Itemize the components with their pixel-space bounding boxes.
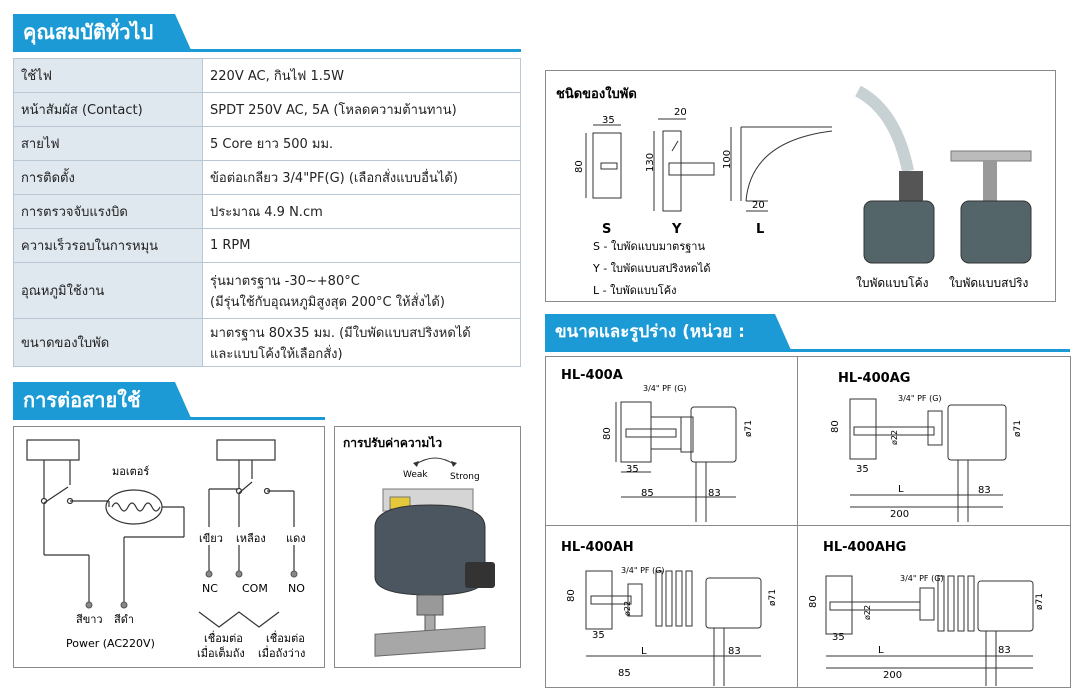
model-panel-hl400ahg: HL-400AHG 3/4" PF (G) 80 35 L 83 ø71 200…	[797, 525, 1071, 688]
empty-connect-line2: เมื่อถังว่าง	[258, 645, 305, 660]
svg-text:80: 80	[602, 427, 613, 440]
no-label: NO	[288, 582, 305, 595]
blade-l-label: L	[756, 222, 764, 237]
svg-text:ø71: ø71	[1035, 593, 1045, 610]
svg-text:3/4" PF (G): 3/4" PF (G)	[643, 384, 687, 393]
green-wire-label: เขียว	[199, 532, 223, 545]
nc-label: NC	[202, 582, 218, 595]
svg-text:3/4" PF (G): 3/4" PF (G)	[621, 566, 665, 575]
svg-text:200: 200	[890, 509, 909, 520]
relay-box-right	[216, 439, 276, 461]
red-wire-label: แดง	[286, 532, 306, 545]
model-name: HL-400AHG	[823, 540, 906, 555]
svg-text:83: 83	[728, 646, 741, 657]
svg-text:ø22: ø22	[863, 605, 872, 620]
svg-text:130: 130	[645, 153, 656, 172]
sensitivity-title: การปรับค่าความไว	[343, 435, 442, 450]
blade-types-title: ชนิดของใบพัด	[556, 85, 637, 102]
general-section-header: คุณสมบัติทั่วไป	[13, 14, 521, 52]
dimensions-section-title: ขนาดและรูปร่าง (หน่วย : มม.)	[545, 314, 791, 378]
sensitivity-illustration: การปรับค่าความไว Weak Strong	[343, 435, 495, 657]
empty-connect-line1: เชื่อมต่อ	[266, 630, 305, 645]
table-row: การติดตั้งข้อต่อเกลียว 3/4"PF(G) (เลือกส…	[13, 160, 521, 195]
svg-text:80: 80	[574, 160, 585, 173]
motor-label: มอเตอร์	[112, 465, 149, 478]
svg-text:ø22: ø22	[890, 430, 899, 445]
adjust-arrow-icon	[414, 457, 456, 466]
table-row: หน้าสัมผัส (Contact)SPDT 250V AC, 5A (โห…	[13, 92, 521, 127]
svg-text:L: L	[898, 484, 904, 495]
spring-blade-caption: ใบพัดแบบสปริง	[949, 276, 1028, 290]
svg-text:35: 35	[626, 464, 639, 475]
blade-s-label: S	[602, 222, 611, 237]
svg-text:ø71: ø71	[768, 589, 778, 606]
model-panel-hl400a: HL-400A 3/4" PF (G) 80 35 85 83 ø71	[545, 356, 798, 526]
svg-text:83: 83	[978, 485, 991, 496]
blade-types-panel: ชนิดของใบพัด 35 80 20 130 100 20 S	[545, 70, 1056, 302]
svg-text:80: 80	[566, 589, 577, 602]
general-section-title: คุณสมบัติทั่วไป	[13, 14, 191, 50]
com-label: COM	[242, 582, 268, 595]
svg-text:200: 200	[883, 670, 902, 681]
dimensions-section-header: ขนาดและรูปร่าง (หน่วย : มม.)	[545, 314, 1070, 378]
power-label: Power (AC220V)	[66, 637, 155, 650]
svg-text:L: L	[641, 646, 647, 657]
svg-text:ø71: ø71	[744, 420, 754, 437]
full-connect-line1: เชื่อมต่อ	[204, 630, 243, 645]
svg-text:ø71: ø71	[1013, 420, 1023, 437]
blade-legend-s: S - ใบพัดแบบมาตรฐาน	[593, 240, 705, 253]
svg-text:80: 80	[808, 595, 819, 608]
svg-text:ø22: ø22	[623, 601, 632, 616]
black-wire-label: สีดำ	[114, 613, 134, 626]
yellow-wire-label: เหลือง	[236, 532, 266, 545]
wiring-diagram: มอเตอร์ สีขาว สีดำ Power (AC220V) เขียว …	[26, 439, 306, 660]
strong-label: Strong	[450, 472, 480, 482]
white-wire-label: สีขาว	[76, 613, 103, 626]
svg-text:35: 35	[602, 115, 615, 126]
paddle-blade	[374, 625, 486, 657]
weak-label: Weak	[403, 470, 428, 480]
model-panel-hl400ag: HL-400AG 3/4" PF (G) 80 35 L 83 ø71 200 …	[797, 356, 1071, 526]
blade-types-diagram: ชนิดของใบพัด 35 80 20 130 100 20 S	[556, 85, 1032, 297]
svg-text:83: 83	[998, 645, 1011, 656]
table-row: ขนาดของใบพัดมาตรฐาน 80x35 มม. (มีใบพัดแบ…	[13, 318, 521, 367]
wiring-section-title: การต่อสายใช้งาน	[13, 382, 191, 448]
svg-text:3/4" PF (G): 3/4" PF (G)	[898, 394, 942, 403]
svg-text:35: 35	[592, 630, 605, 641]
svg-text:83: 83	[708, 488, 721, 499]
wiring-section-header: การต่อสายใช้งาน	[13, 382, 325, 448]
blade-y-label: Y	[671, 222, 682, 237]
blade-legend-y: Y - ใบพัดแบบสปริงหดได้	[592, 262, 711, 275]
svg-text:85: 85	[641, 488, 654, 499]
svg-text:3/4" PF (G): 3/4" PF (G)	[900, 574, 944, 583]
wiring-diagram-panel: มอเตอร์ สีขาว สีดำ Power (AC220V) เขียว …	[13, 426, 325, 668]
svg-text:80: 80	[830, 420, 841, 433]
table-row: อุณหภูมิใช้งานรุ่นมาตรฐาน -30~+80°C(มีรุ…	[13, 262, 521, 319]
svg-text:100: 100	[722, 150, 733, 169]
sensitivity-panel: การปรับค่าความไว Weak Strong	[334, 426, 521, 668]
model-name: HL-400A	[561, 368, 623, 383]
svg-text:20: 20	[752, 200, 765, 211]
svg-text:L: L	[878, 645, 884, 656]
svg-text:20: 20	[674, 107, 687, 118]
full-connect-line2: เมื่อเต็มถัง	[197, 645, 245, 660]
spring-blade-product	[960, 200, 1032, 264]
model-panel-hl400ah: HL-400AH 3/4" PF (G) 80 35 L 83 ø71 85 ø…	[545, 525, 798, 688]
svg-text:35: 35	[832, 632, 845, 643]
model-name: HL-400AH	[561, 540, 634, 555]
blade-legend-l: L - ใบพัดแบบโค้ง	[593, 283, 677, 297]
svg-text:35: 35	[856, 464, 869, 475]
curved-blade-caption: ใบพัดแบบโค้ง	[856, 276, 928, 290]
model-name: HL-400AG	[838, 371, 910, 386]
svg-text:85: 85	[618, 668, 631, 679]
relay-box-left	[26, 439, 80, 461]
curved-blade-product	[863, 200, 935, 264]
table-row: การตรวจจับแรงบิดประมาณ 4.9 N.cm	[13, 194, 521, 229]
